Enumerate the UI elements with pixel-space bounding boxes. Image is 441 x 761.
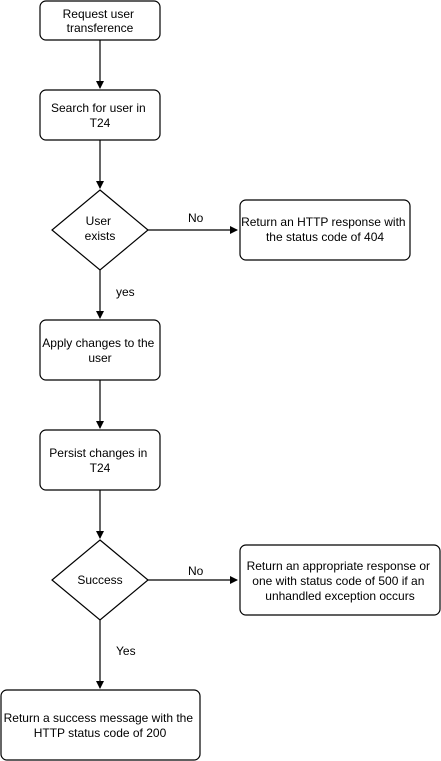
decision-user-exists: User exists [51, 189, 149, 271]
decision-user-exists-text: User exists [85, 214, 116, 243]
node-return-404: Return an HTTP response with the status … [239, 199, 411, 261]
node-return-500-text: Return an appropriate response or one wi… [247, 559, 434, 603]
edges [96, 40, 238, 689]
edge-label-exists-no: No [188, 211, 204, 225]
edge-label-exists-yes: yes [116, 285, 135, 299]
decision-success: Success [51, 539, 149, 621]
node-apply-changes-text: Apply changes to the user [42, 336, 157, 365]
node-return-404-text: Return an HTTP response with the status … [241, 215, 409, 244]
edge-label-success-yes: Yes [116, 644, 136, 658]
node-search-for-user-text: Search for user in T24 [51, 101, 149, 130]
decision-success-text: Success [77, 573, 122, 587]
node-search-for-user: Search for user in T24 [39, 89, 161, 141]
edge-label-success-no: No [188, 564, 204, 578]
node-persist-changes-text: Persist changes in T24 [49, 446, 150, 475]
node-request-user-transference-text: Request user transference [63, 7, 138, 35]
node-return-200: Return a success message with the HTTP s… [0, 689, 201, 761]
node-return-500: Return an appropriate response or one wi… [239, 544, 441, 616]
node-return-200-text: Return a success message with the HTTP s… [4, 711, 197, 740]
edge-labels: No yes No Yes [116, 211, 204, 658]
node-request-user-transference: Request user transference [39, 0, 161, 41]
node-persist-changes: Persist changes in T24 [39, 429, 161, 491]
node-apply-changes: Apply changes to the user [39, 319, 161, 381]
